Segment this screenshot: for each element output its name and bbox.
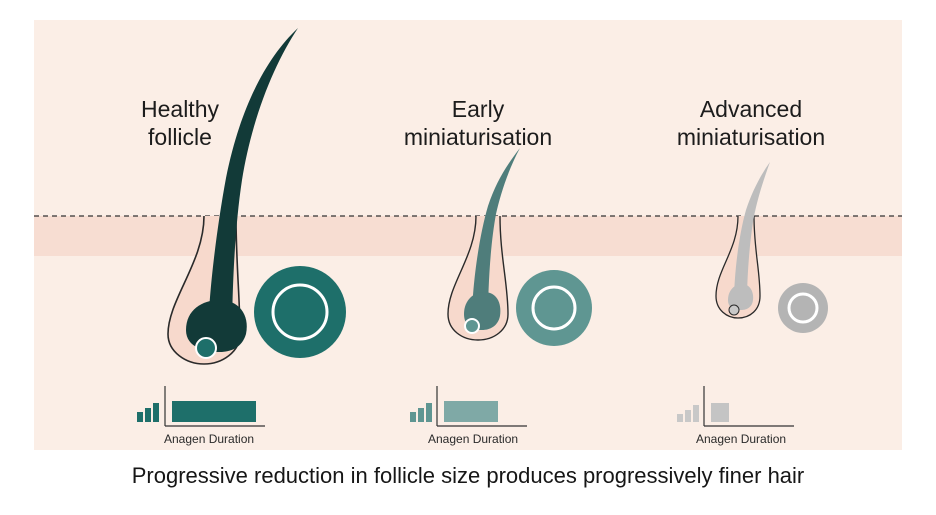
hair-shaft (472, 148, 520, 320)
stage-healthy (137, 28, 346, 427)
hair-shaft (208, 28, 298, 340)
dermal-papilla (464, 318, 480, 334)
anagen-bar (172, 401, 256, 422)
cross-section-ring (787, 292, 819, 324)
mini-bar-2 (418, 408, 424, 422)
diagram-caption: Progressive reduction in follicle size p… (131, 463, 805, 488)
dermal-papilla (195, 337, 217, 359)
cross-section-ring (271, 283, 329, 341)
mini-bar-1 (137, 412, 143, 422)
mini-bar-3 (426, 403, 432, 422)
cross-section-outer (778, 283, 828, 333)
cross-section-outer (516, 270, 592, 346)
stage-title-healthy: Healthy follicle (141, 96, 219, 150)
stage-title-advanced: Advanced miniaturisation (676, 96, 826, 150)
mini-bar-3 (693, 405, 699, 422)
bar-label-healthy: Anagen Duration (164, 432, 255, 446)
mini-bar-1 (410, 412, 416, 422)
mini-bar-2 (145, 408, 151, 422)
anagen-bar (711, 403, 729, 422)
hair-shaft (734, 162, 770, 302)
bar-label-advanced: Anagen Duration (696, 432, 787, 446)
stage-title-early: Early miniaturisation (403, 96, 553, 150)
cross-section-outer (254, 266, 346, 358)
cross-section-ring (531, 285, 577, 331)
anagen-bar (444, 401, 498, 422)
mini-bar-3 (153, 403, 159, 422)
mini-bar-1 (677, 414, 683, 422)
dermal-papilla (728, 304, 740, 316)
stage-advanced (677, 162, 828, 427)
bar-label-early: Anagen Duration (428, 432, 519, 446)
stage-early (410, 148, 592, 427)
mini-bar-2 (685, 410, 691, 422)
hair-bulb (728, 284, 754, 310)
epidermis-band (34, 216, 902, 256)
